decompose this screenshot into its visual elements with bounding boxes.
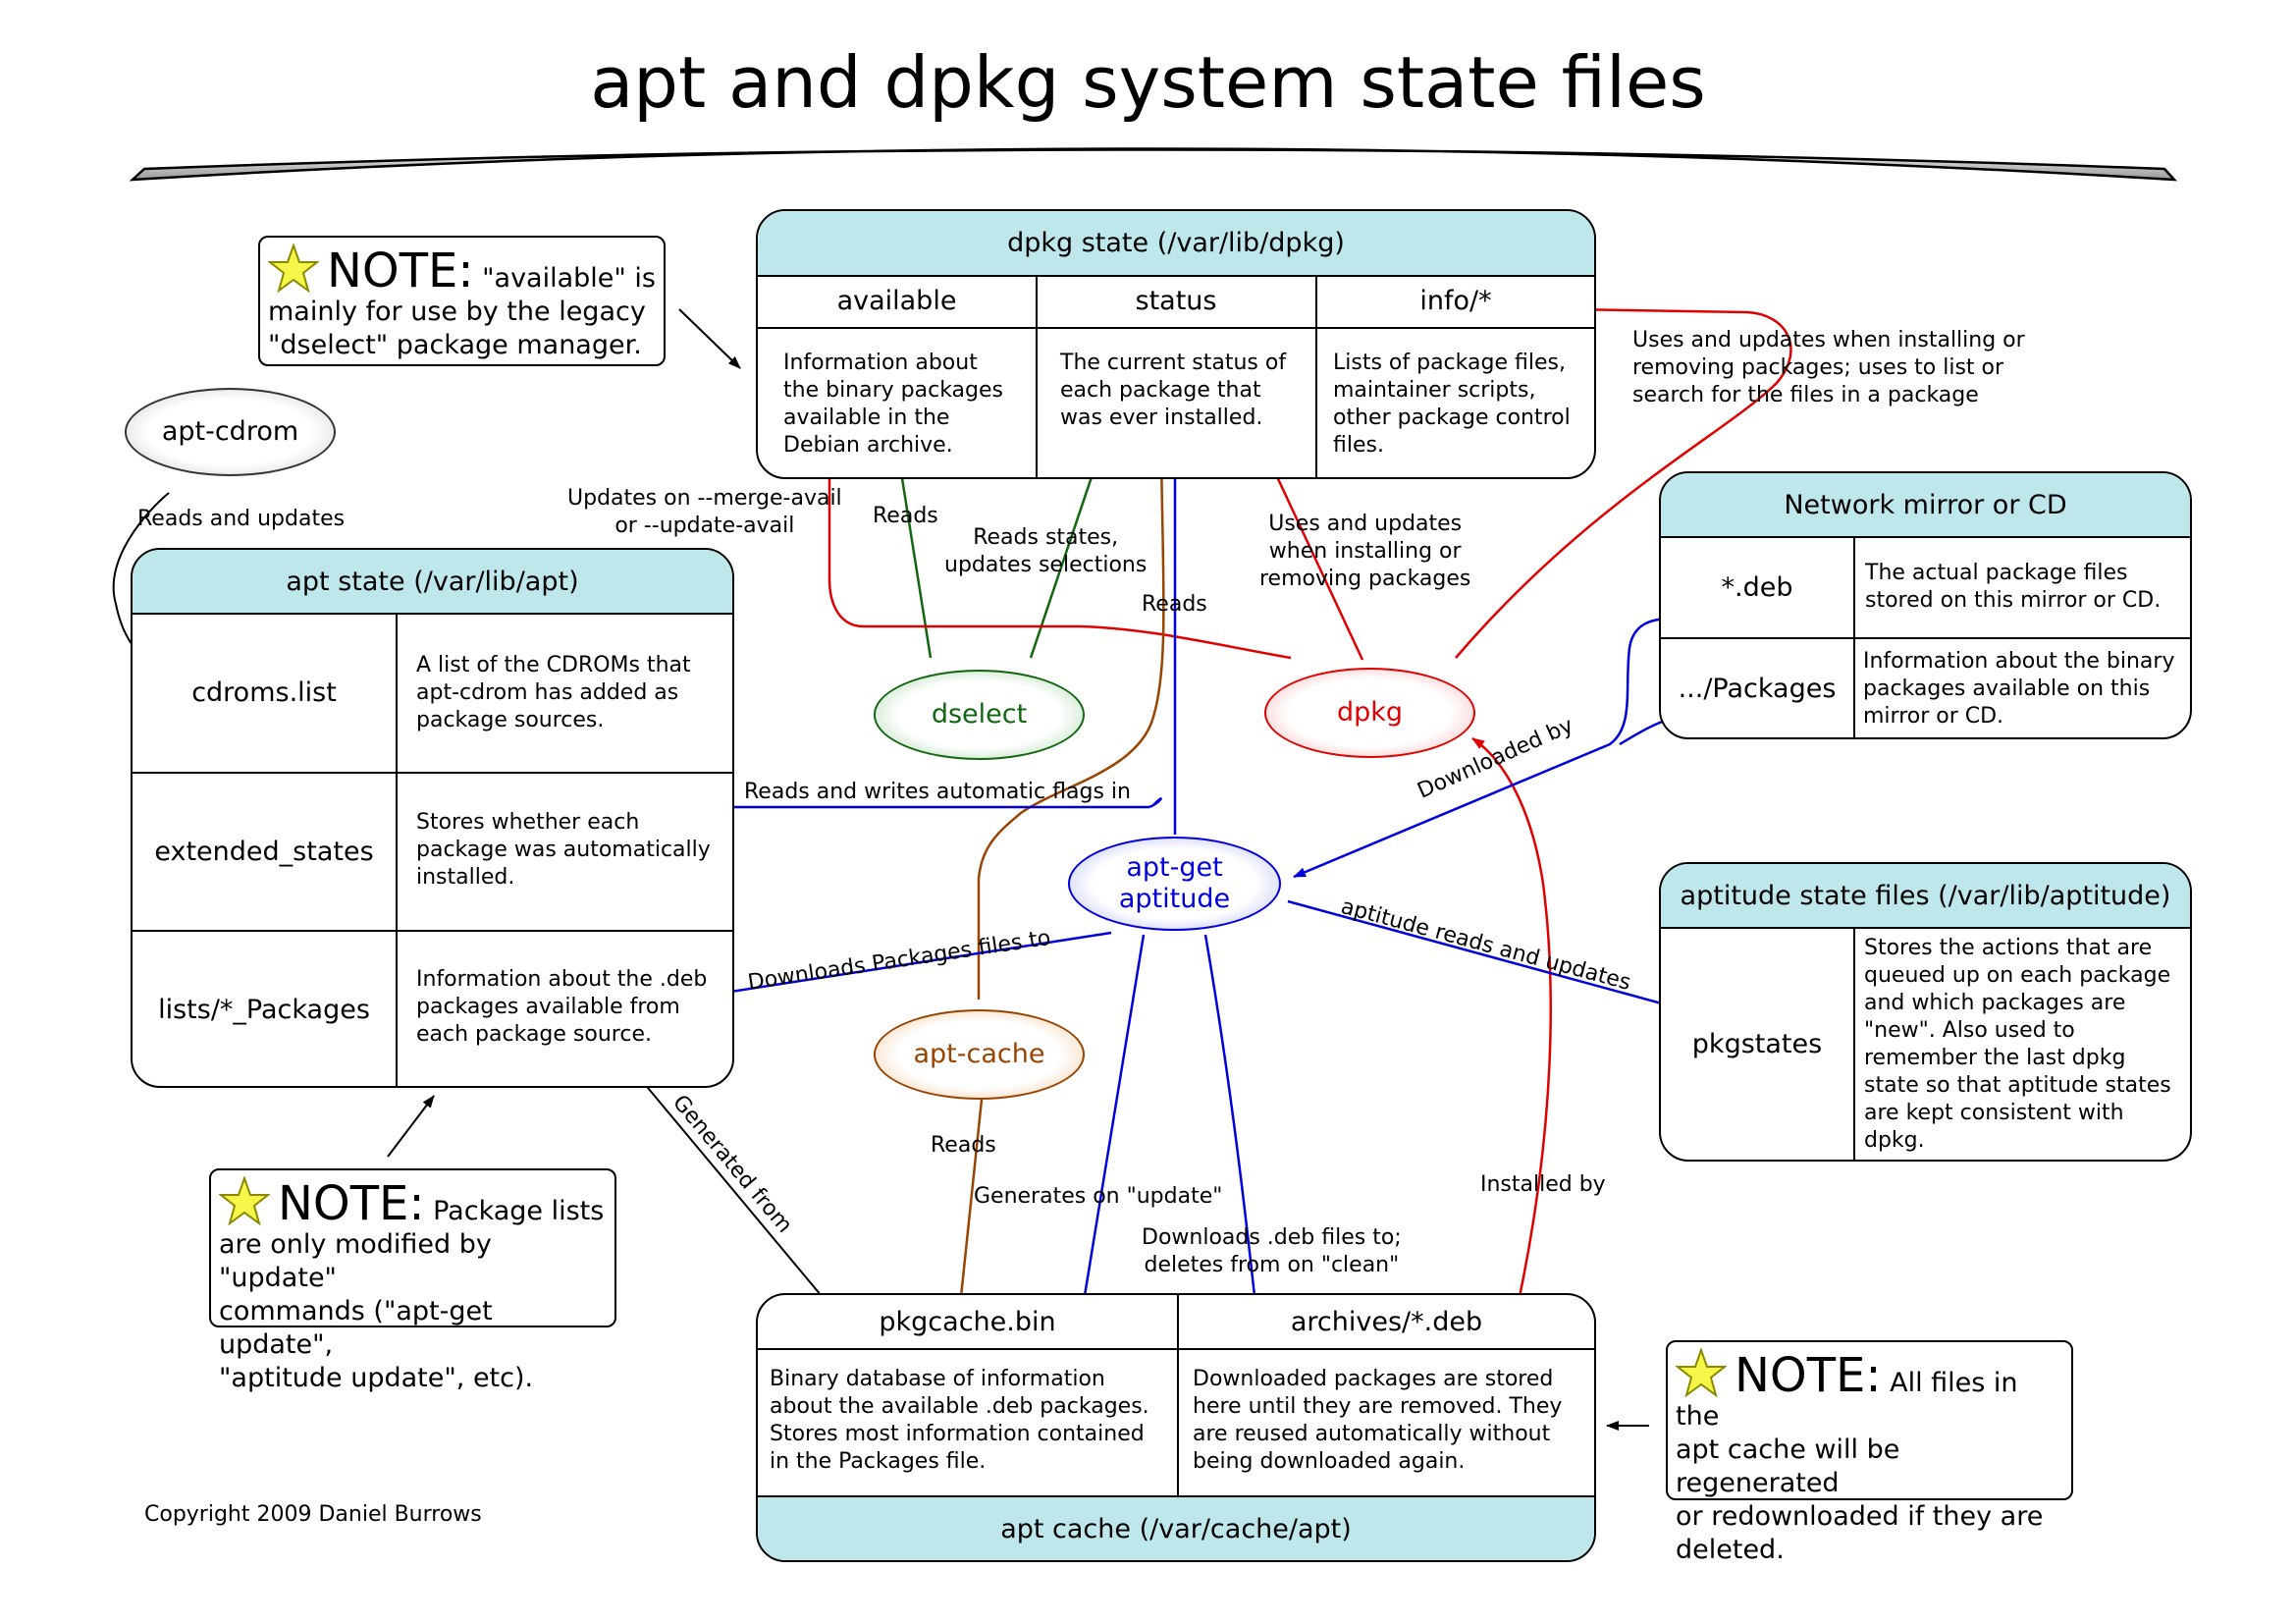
program-apt-cache: apt-cache (874, 1009, 1085, 1100)
dpkg-info-desc: Lists of package files,maintainer script… (1333, 351, 1571, 458)
aptitude-state-header: aptitude state files (/var/lib/aptitude) (1661, 864, 2190, 929)
edge-generates-update (1078, 934, 1146, 1315)
page-title: apt and dpkg system state files (590, 41, 1706, 124)
label-cache-reads: Reads (931, 1133, 996, 1158)
dpkg-col-available: available (836, 286, 957, 316)
star-icon (1676, 1348, 1727, 1399)
aptitude-row-pkgstates: pkgstates (1691, 1028, 1823, 1059)
label-cdrom-reads-updates: Reads and updates (137, 507, 346, 531)
cache-col-pkgcache: pkgcache.bin (879, 1307, 1056, 1337)
apt-row-lists: lists/*_Packages (158, 994, 370, 1025)
edge-auto-flags (698, 797, 1162, 812)
star-icon (268, 244, 319, 295)
label-downloads-deb: Downloads .deb files to;deletes from on … (1142, 1225, 1402, 1277)
edge-dpkg-status (1264, 453, 1364, 661)
copyright: Copyright 2009 Daniel Burrows (144, 1502, 482, 1527)
apt-row-extended-states: extended_states (154, 837, 374, 867)
star-icon (219, 1176, 270, 1227)
cache-col-archives: archives/*.deb (1290, 1307, 1483, 1337)
note-package-lists: NOTE: Package lists are only modified by… (209, 1168, 616, 1393)
title-underline (129, 147, 2177, 182)
label-dselect-states: Reads states,updates selections (944, 525, 1148, 577)
network-mirror-header: Network mirror or CD (1661, 473, 2190, 538)
apt-state-header: apt state (/var/lib/apt) (133, 550, 732, 615)
aptitude-state-box: aptitude state files (/var/lib/aptitude)… (1659, 862, 2192, 1162)
label-installed-by: Installed by (1480, 1172, 1606, 1197)
label-generates-update: Generates on "update" (974, 1184, 1223, 1209)
dpkg-state-box: dpkg state (/var/lib/dpkg) available sta… (756, 209, 1596, 479)
edge-aptcache-pkgcache (955, 1099, 984, 1317)
label-auto-flags: Reads and writes automatic flags in (744, 780, 1131, 804)
edge-merge-avail (825, 460, 1292, 660)
program-apt-cdrom: apt-cdrom (125, 388, 336, 476)
note-available-arrow (678, 308, 741, 369)
edge-dselect-available (894, 453, 933, 659)
apt-row-cdroms: cdroms.list (191, 677, 337, 708)
dpkg-col-info: info/* (1419, 286, 1492, 316)
edge-dselect-status (1029, 453, 1101, 659)
note-lists-arrow (387, 1095, 435, 1158)
label-dselect-reads: Reads (873, 504, 938, 528)
apt-cache-footer: apt cache (/var/cache/apt) (758, 1495, 1594, 1560)
note-available: NOTE: "available" is mainly for use by t… (258, 236, 666, 366)
program-dpkg: dpkg (1264, 668, 1475, 758)
edge-dpkg-info (1455, 304, 1792, 659)
program-dselect: dselect (874, 670, 1085, 760)
mirror-row-deb: *.deb (1721, 571, 1793, 603)
dpkg-col-status: status (1135, 286, 1217, 316)
apt-state-box: apt state (/var/lib/apt) cdroms.list ext… (131, 548, 734, 1088)
dpkg-state-header: dpkg state (/var/lib/dpkg) (758, 211, 1594, 277)
edge-download-packages (698, 931, 1112, 1001)
edge-aptitude-pkgstates (1287, 899, 1691, 1013)
note-apt-cache: NOTE: All files in the apt cache will be… (1666, 1340, 2073, 1565)
edge-downloads-deb (1203, 934, 1260, 1315)
apt-cache-box: apt cache (/var/cache/apt) pkgcache.bin … (756, 1293, 1596, 1562)
edge-installed-by (1471, 736, 1552, 1312)
mirror-row-packages: .../Packages (1678, 674, 1837, 704)
label-apt-reads-status: Reads (1142, 592, 1207, 617)
network-mirror-box: Network mirror or CD *.deb .../Packages … (1659, 471, 2192, 739)
edge-generated-from (622, 1057, 837, 1315)
edge-aptcache-status (977, 454, 1167, 1000)
